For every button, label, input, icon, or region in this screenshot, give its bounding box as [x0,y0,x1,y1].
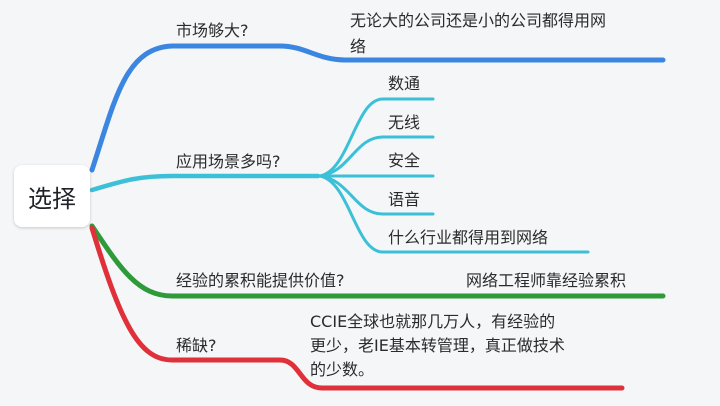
root-node-label: 选择 [28,184,76,213]
scenes-child-5[interactable]: 什么行业都得用到网络 [388,228,549,247]
scenes-child-2[interactable]: 无线 [388,113,421,132]
branch-market-note[interactable]: 无论大的公司还是小的公司都得用网 络 [350,11,607,56]
branch-experience-note[interactable]: 网络工程师靠经验累积 [466,271,627,290]
branch-scarcity-note[interactable]: CCIE全球也就那几万人，有经验的 更少，老IE基本转管理，真正做技术 的少数。 [310,312,565,379]
link-root-scarcity [89,225,625,391]
link-root-experience [89,223,666,299]
link-scenes-child-2 [318,135,435,178]
link-scenes-child-5 [318,174,590,254]
branch-scarcity-label[interactable]: 稀缺? [176,336,217,355]
link-scenes-child-1 [318,97,435,178]
scenes-child-4[interactable]: 语音 [388,190,421,209]
branch-market-label[interactable]: 市场够大? [176,21,249,40]
scenes-child-1[interactable]: 数通 [388,74,421,93]
branch-experience-label[interactable]: 经验的累积能提供价值? [176,271,345,290]
root-node[interactable]: 选择 [14,165,90,227]
link-root-scenes [89,173,321,193]
link-scenes-child-4 [318,174,435,216]
scenes-child-3[interactable]: 安全 [388,151,421,170]
branch-scenes-label[interactable]: 应用场景多吗? [176,152,281,171]
link-root-market [89,43,666,173]
